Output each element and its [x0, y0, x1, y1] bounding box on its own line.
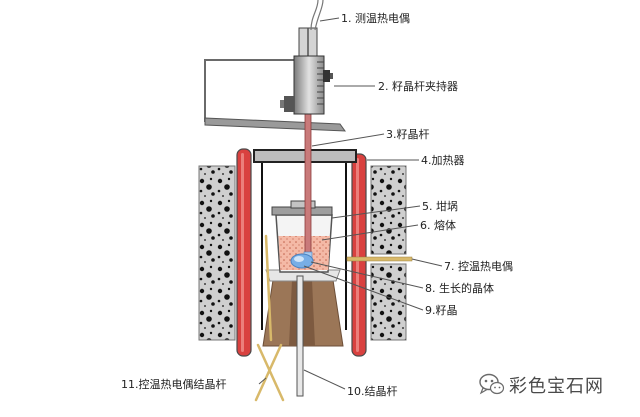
growing-crystal	[290, 253, 314, 269]
label-seed-rod: 3.籽晶杆	[386, 127, 430, 141]
pointer-8	[310, 261, 424, 289]
insulation-block-left	[198, 165, 236, 341]
watermark-text: 彩色宝石网	[509, 376, 604, 397]
label-melt: 6. 熔体	[420, 218, 456, 232]
pointer-1	[319, 17, 340, 22]
label-crucible: 5. 坩埚	[422, 199, 458, 213]
label-seed-crystal: 9.籽晶	[425, 304, 458, 317]
control-thermocouple-side	[346, 256, 413, 262]
measuring-thermocouple-wires	[310, 0, 324, 31]
holder-bracket	[284, 96, 294, 112]
label-measuring-thermocouple: 1. 测温热电偶	[341, 12, 410, 25]
label-seed-rod-holder: 2. 籽晶杆夹持器	[378, 79, 458, 93]
seed-rod-holder	[280, 27, 333, 115]
control-thermocouple-rods	[254, 234, 285, 402]
holder-threads	[317, 61, 324, 105]
pointer-11	[258, 377, 267, 385]
label-crystal-rod: 10.结晶杆	[347, 384, 398, 398]
holder-shelf-plate	[204, 117, 347, 132]
label-control-thermocouple: 7. 控温热电偶	[444, 259, 513, 273]
holder-bracket-tab	[280, 100, 284, 108]
heater-rod-right-highlight	[356, 158, 359, 352]
pointer-7	[411, 258, 443, 267]
seed-rod	[304, 109, 312, 257]
crucible-lid-knob	[290, 200, 316, 209]
pointer-lines	[258, 17, 443, 390]
wechat-icon	[479, 373, 505, 395]
part-labels: 1. 测温热电偶 2. 籽晶杆夹持器 3.籽晶杆 4.加热器 5. 坩埚 6. …	[121, 12, 513, 398]
heater-rod-left-highlight	[241, 153, 244, 352]
watermark: 彩色宝石网	[479, 373, 604, 397]
holder-clamp-screw-tip	[330, 73, 333, 79]
control-thermocouple-rod-cross-b	[254, 343, 283, 402]
pointer-9	[303, 265, 424, 311]
support-frame	[204, 59, 296, 122]
holder-clamp-screw	[323, 70, 330, 82]
label-control-thermocouple-crystal-rod: 11.控温热电偶结晶杆	[121, 377, 227, 391]
control-thermocouple-rod-upper	[264, 234, 273, 342]
holder-body	[293, 55, 325, 115]
crystal-rod	[296, 275, 304, 397]
heater	[236, 148, 367, 357]
label-heater: 4.加热器	[421, 154, 465, 167]
pointer-6	[321, 224, 419, 241]
label-growing-crystal: 8. 生长的晶体	[425, 281, 494, 295]
crystal-highlight	[294, 256, 304, 262]
pointer-5	[331, 205, 421, 219]
pointer-10	[303, 369, 346, 390]
pointer-3	[311, 133, 385, 147]
control-thermocouple-rod-cross-a	[256, 343, 285, 402]
